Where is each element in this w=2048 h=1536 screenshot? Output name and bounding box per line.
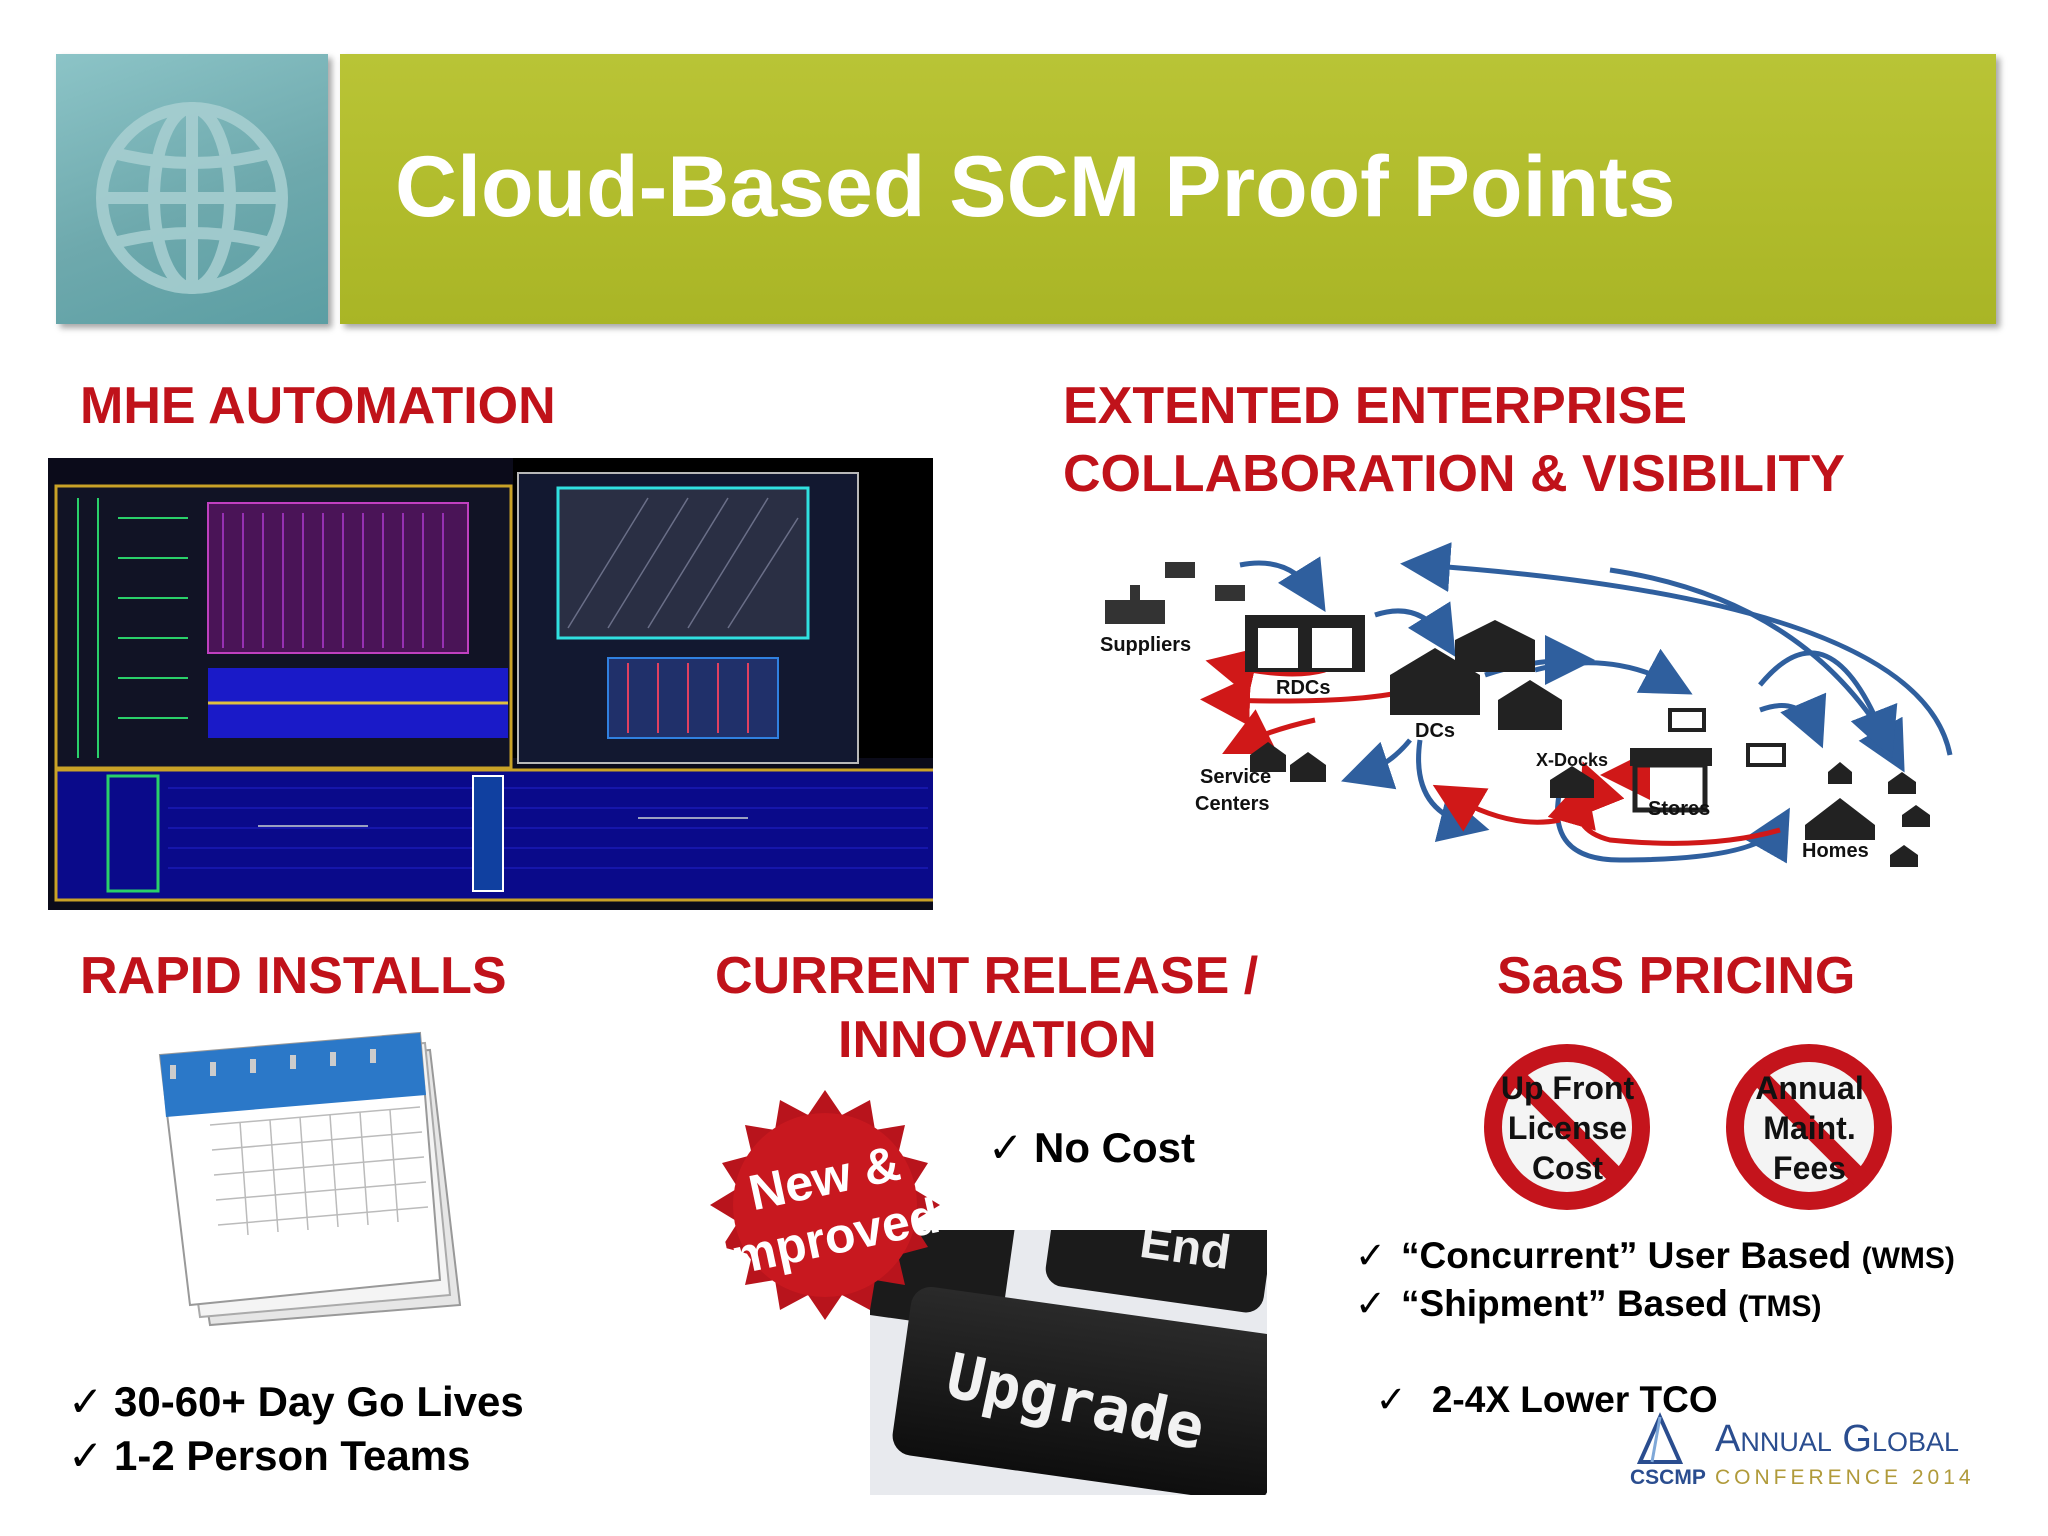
mhe-layout-image (48, 458, 938, 910)
logo-conference: CONFERENCE 2014 (1715, 1466, 1975, 1489)
check-icon: ✓ (68, 1432, 104, 1479)
saas-bullet-1-note: (WMS) (1861, 1242, 1955, 1275)
stores-label: Stores (1648, 798, 1711, 820)
sign2-line1: Annual (1755, 1070, 1864, 1106)
saas-bullet-2-text: “Shipment” Based (1401, 1283, 1728, 1324)
saas-bullet-2: ✓ “Shipment” Based (TMS) (1355, 1280, 1822, 1331)
logo-top-text: Annual Global (1715, 1418, 1960, 1460)
check-icon: ✓ (1355, 1283, 1387, 1324)
header-bar (340, 54, 1996, 324)
saas-bullet-2-note: (TMS) (1738, 1290, 1822, 1323)
sign2-line3: Fees (1773, 1150, 1846, 1186)
supply-network-diagram: Suppliers RDCs DCs Service Centers X-Doc… (1090, 540, 1990, 880)
rapid-bullet-1: ✓30-60+ Day Go Lives (68, 1374, 524, 1430)
rapid-heading: RAPID INSTALLS (80, 947, 507, 1005)
check-icon: ✓ (1375, 1379, 1407, 1420)
rapid-bullet-2-text: 1-2 Person Teams (114, 1432, 471, 1479)
release-heading-line1: CURRENT RELEASE / (715, 947, 1259, 1005)
no-sign-icon: Up Front License Cost (1480, 1040, 1655, 1215)
sign2-line2: Maint. (1763, 1110, 1856, 1146)
extended-heading-line1: EXTENTED ENTERPRISE (1063, 377, 1688, 435)
no-sign-icon: Annual Maint. Fees (1722, 1040, 1897, 1215)
saas-bullet-1-text: “Concurrent” User Based (1401, 1235, 1852, 1276)
upgrade-key-image: End Upgrade (870, 1230, 1267, 1495)
mhe-heading: MHE AUTOMATION (80, 377, 556, 435)
logo-cscmp: CSCMP (1630, 1466, 1706, 1489)
calendar-icon (150, 1025, 480, 1345)
dc-warehouse-icons (1250, 620, 1594, 798)
store-icon (1630, 708, 1786, 813)
sign1-line1: Up Front (1500, 1070, 1635, 1106)
release-bullet-text: No Cost (1034, 1124, 1195, 1171)
header-icon-panel (56, 54, 328, 324)
page-title: Cloud-Based SCM Proof Points (395, 139, 1676, 235)
saas-bullet-3: ✓ 2-4X Lower TCO (1355, 1328, 1718, 1424)
new-improved-badge: New & Improved! (690, 1085, 961, 1335)
saas-heading: SaaS PRICING (1497, 947, 1856, 1005)
service-label-line1: Service (1200, 766, 1272, 788)
check-icon: ✓ (68, 1378, 104, 1425)
sign1-line3: Cost (1531, 1150, 1604, 1186)
warehouse-icon (1245, 615, 1365, 672)
check-icon: ✓ (988, 1124, 1024, 1171)
rdcs-label: RDCs (1276, 677, 1331, 699)
house-icon (1805, 762, 1930, 867)
saas-bullet-3-text: 2-4X Lower TCO (1421, 1379, 1718, 1420)
rapid-bullet-2: ✓1-2 Person Teams (68, 1428, 470, 1484)
check-icon: ✓ (1355, 1235, 1387, 1276)
service-label-line2: Centers (1195, 793, 1270, 815)
logo-mark-icon (1636, 1412, 1684, 1464)
release-heading-line2: INNOVATION (838, 1011, 1157, 1069)
release-bullet: ✓No Cost (988, 1120, 1195, 1176)
factory-icon (1105, 562, 1245, 624)
conference-logo: Annual Global CSCMP CONFERENCE 2014 (1630, 1412, 2000, 1502)
dcs-label: DCs (1415, 720, 1456, 742)
globe-icon (96, 102, 288, 294)
suppliers-label: Suppliers (1100, 634, 1192, 656)
rapid-bullet-1-text: 30-60+ Day Go Lives (114, 1378, 524, 1425)
sign1-line2: License (1507, 1110, 1628, 1146)
homes-label: Homes (1802, 840, 1869, 862)
extended-heading-line2: COLLABORATION & VISIBILITY (1063, 445, 1845, 503)
saas-bullet-1: ✓ “Concurrent” User Based (WMS) (1355, 1232, 1955, 1283)
xdocks-label: X-Docks (1536, 750, 1609, 770)
